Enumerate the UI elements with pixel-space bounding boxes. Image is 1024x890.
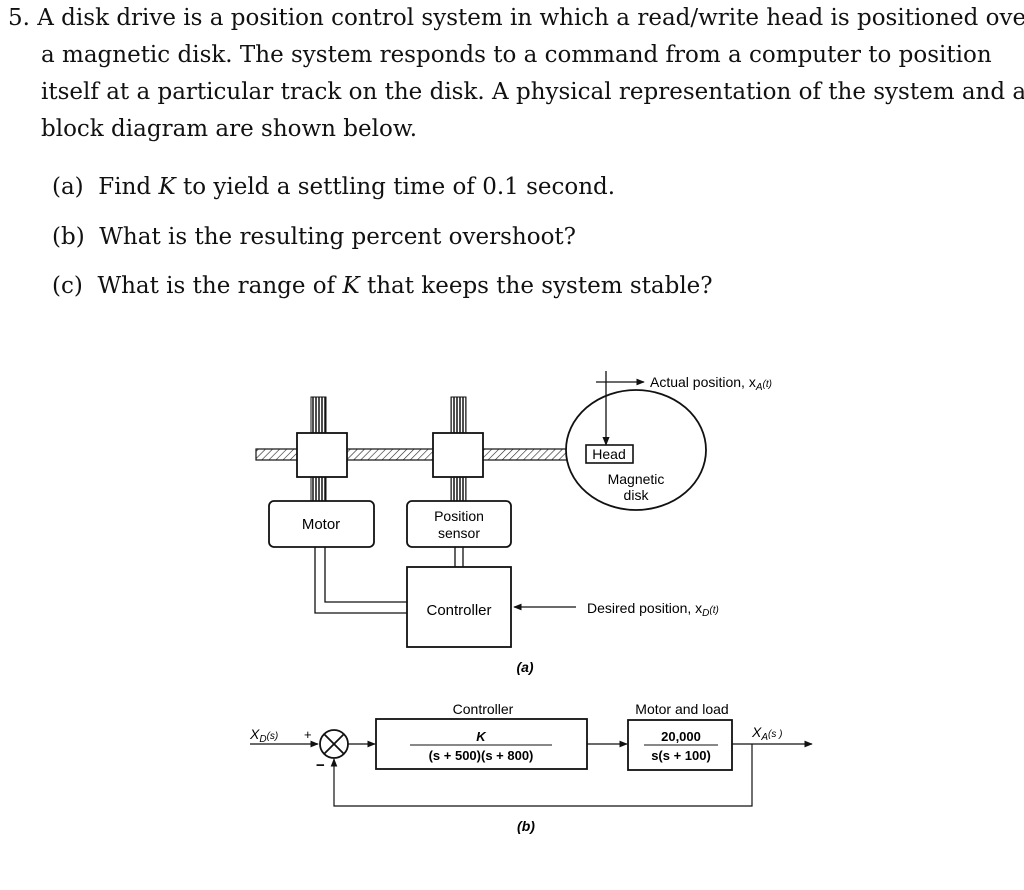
plus-sign: +: [304, 727, 312, 742]
actual-position-label: Actual position, xA(t): [650, 374, 772, 393]
problem-paragraph: 5. A disk drive is a position control sy…: [8, 0, 1024, 148]
caption-a: (a): [516, 659, 533, 675]
block-diagram: XD(s) + − Controller K (s + 500)(s + 800…: [249, 701, 813, 834]
controller-label: Controller: [426, 602, 491, 619]
problem-line-1: 5. A disk drive is a position control sy…: [8, 5, 1024, 31]
sensor-carriage: [432, 432, 484, 478]
disk-label: disk: [624, 487, 650, 503]
minus-sign: −: [316, 757, 325, 774]
controller-title: Controller: [453, 701, 514, 717]
motor-wire-outer: [314, 547, 407, 614]
sensor-screw-bottom: [450, 476, 467, 502]
problem-line-3: itself at a particular track on the disk…: [41, 79, 1024, 105]
problem-line-4: block diagram are shown below.: [41, 116, 418, 142]
output-label: XA(s ): [751, 724, 782, 743]
part-c: (c) What is the range of K that keeps th…: [52, 273, 713, 299]
motor-screw-top: [310, 396, 327, 434]
motor-carriage: [296, 432, 348, 478]
part-a: (a) Find K to yield a settling time of 0…: [52, 174, 616, 200]
magnetic-label: Magnetic: [608, 471, 665, 487]
part-b: (b) What is the resulting percent oversh…: [52, 224, 577, 250]
desired-position-label: Desired position, xD(t): [587, 600, 719, 619]
motor-box: [268, 500, 375, 548]
controller-numerator: K: [476, 729, 487, 744]
sensor-screw-top: [450, 396, 467, 434]
input-label: XD(s): [249, 726, 278, 745]
caption-b: (b): [517, 818, 535, 834]
problem-line-2: a magnetic disk. The system responds to …: [41, 42, 992, 68]
problem-number: 5.: [8, 5, 30, 31]
motor-wire-inner: [324, 547, 407, 603]
head-label: Head: [592, 446, 625, 462]
motor-screw-bottom: [310, 476, 327, 502]
sensor-label: sensor: [438, 525, 480, 541]
feedback-path: [330, 744, 753, 807]
position-sensor-box: [406, 500, 512, 548]
position-label: Position: [434, 508, 484, 524]
motor-load-numerator: 20,000: [661, 729, 701, 744]
magnetic-disk: [565, 389, 707, 511]
controller-denominator: (s + 500)(s + 800): [429, 748, 534, 763]
motor-load-title: Motor and load: [635, 701, 728, 717]
motor-load-denominator: s(s + 100): [651, 748, 711, 763]
motor-label: Motor: [302, 516, 340, 533]
physical-representation: Motor Position sensor Controller Desired…: [255, 371, 772, 675]
summing-junction-cross-2: [323, 733, 345, 755]
controller-box: [406, 566, 512, 648]
